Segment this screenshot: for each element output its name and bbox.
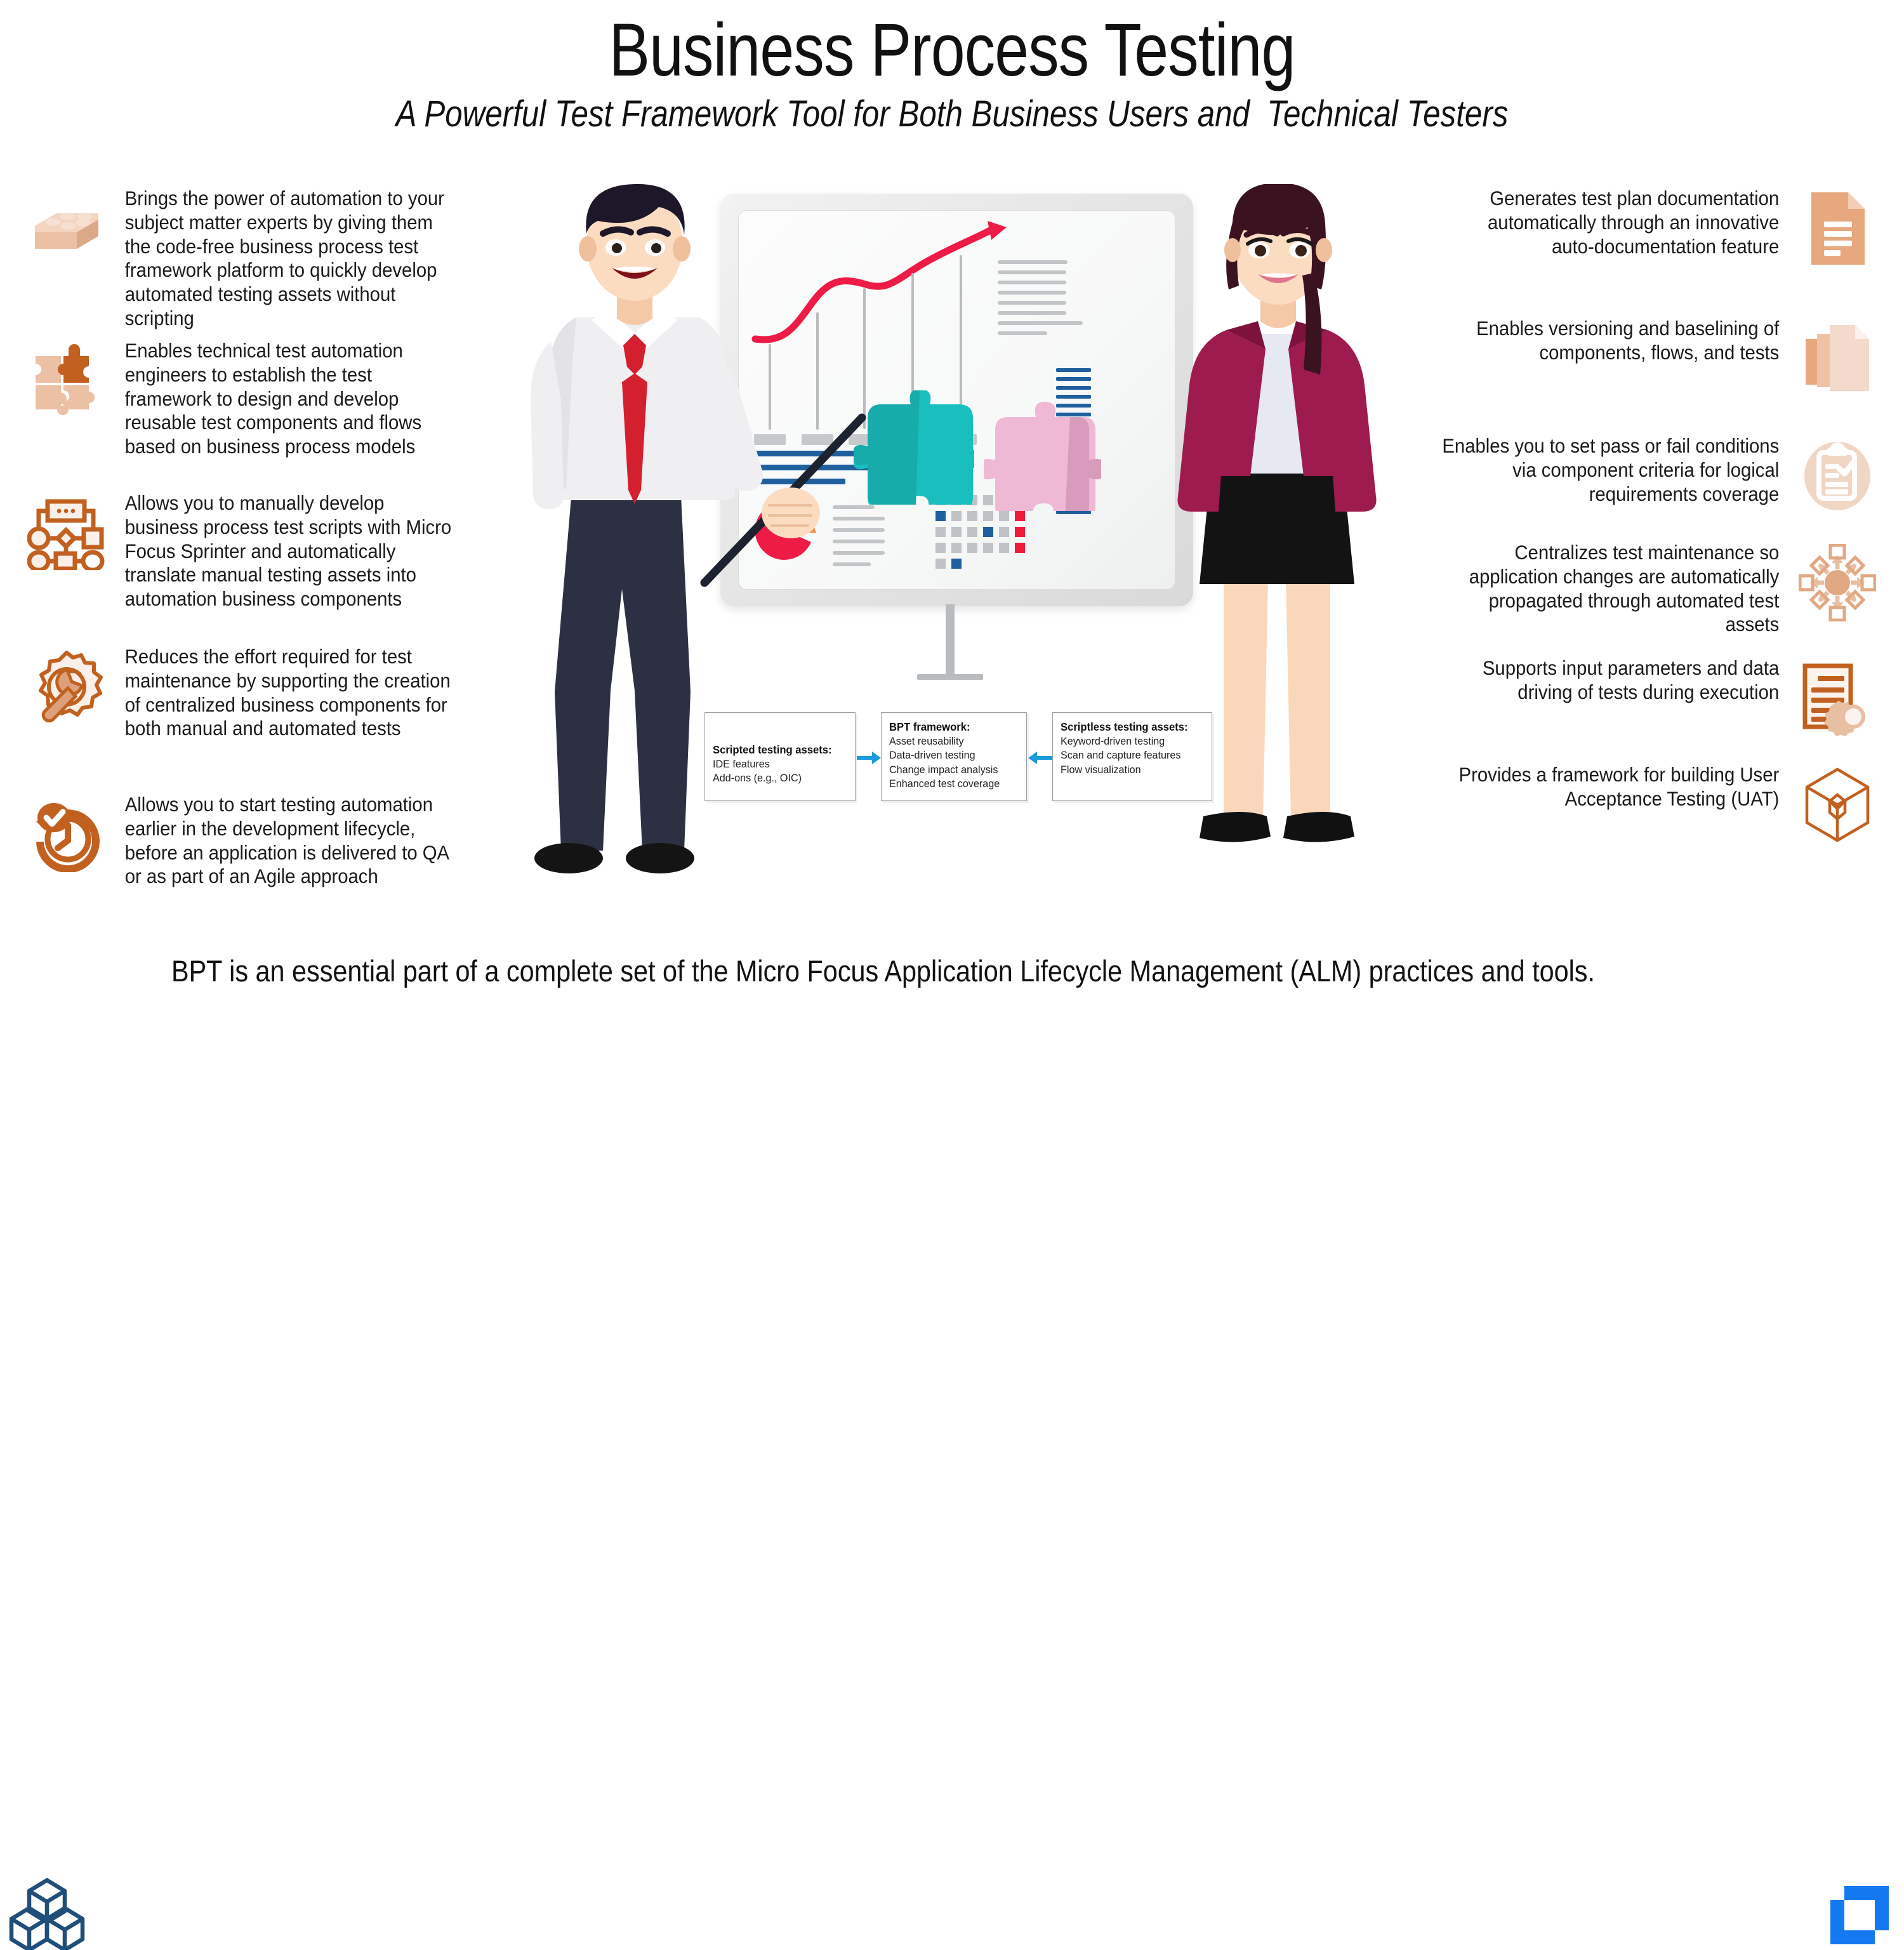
businessman-illustration [531, 184, 763, 873]
document-gear-icon [1790, 654, 1885, 743]
document-lines-icon [1790, 184, 1885, 273]
placeholder-text-line [998, 260, 1068, 264]
feature-text: Allows you to start testing automation e… [124, 793, 449, 888]
arrow-left-icon [1028, 752, 1052, 764]
flow-box-item: Scan and capture features [1061, 749, 1181, 762]
flow-box-bpt: BPT framework: Asset reusability Data-dr… [881, 712, 1027, 801]
puzzle-four-pieces-icon [19, 336, 114, 425]
chart-stem [863, 288, 866, 429]
flow-box-item: Add-ons (e.g., OIC) [713, 772, 802, 785]
flowchart-icon [19, 489, 114, 578]
feature-text: Reduces the effort required for test mai… [124, 645, 451, 740]
flow-box-item: Enhanced test coverage [889, 778, 1000, 790]
flow-box-heading: BPT framework: [889, 720, 970, 733]
chart-stem [960, 255, 962, 430]
cube-outline-icon [1790, 760, 1885, 849]
feature-text: Brings the power of automation to your s… [124, 187, 444, 329]
feature-text: Generates test plan documentation automa… [1488, 187, 1780, 258]
micro-focus-logo [1830, 1886, 1889, 1944]
feature-text: Enables technical test automation engine… [124, 339, 422, 458]
flow-box-item: Keyword-driven testing [1061, 734, 1165, 747]
infographic-page: Business Process Testing A Powerful Test… [0, 13, 1904, 1950]
flow-box-item: Data-driven testing [889, 749, 975, 762]
placeholder-text-line [998, 311, 1066, 315]
footer: BPT is an essential part of a complete s… [0, 927, 1904, 1950]
growth-chart-svg [751, 221, 1007, 343]
feature-item-lego: Brings the power of automation to your s… [19, 184, 489, 331]
flow-box-heading: Scriptless testing assets: [1061, 720, 1188, 733]
chart-base-cap [802, 434, 833, 445]
placeholder-text-line [998, 301, 1066, 305]
blue-data-line [1056, 395, 1091, 399]
placeholder-text-line [998, 270, 1066, 274]
page-title: Business Process Testing [609, 8, 1295, 92]
feature-item-clock-check: Allows you to start testing automation e… [19, 790, 489, 889]
feature-text: Supports input parameters and data drivi… [1482, 656, 1780, 703]
blue-data-line [1056, 368, 1091, 372]
lego-brick-icon [19, 184, 114, 273]
arrow-right-icon [857, 752, 881, 764]
feature-item-gear-wrench: Reduces the effort required for test mai… [19, 642, 489, 741]
flow-box-scriptless: Scriptless testing assets: Keyword-drive… [1052, 712, 1212, 801]
placeholder-text-line [998, 331, 1047, 335]
chart-stem [769, 344, 771, 430]
placeholder-text-line [998, 291, 1066, 295]
placeholder-text-line [833, 517, 885, 521]
placeholder-text-line [833, 505, 875, 509]
feature-item-doc-stack: Enables versioning and baselining of com… [1415, 314, 1885, 403]
flow-box-scripted: Scripted testing assets: IDE features Ad… [704, 712, 856, 801]
chart-base-cap [754, 434, 786, 445]
feature-text: Enables you to set pass or fail conditio… [1442, 434, 1780, 505]
feature-item-clipboard-check: Enables you to set pass or fail conditio… [1415, 432, 1885, 521]
blue-data-line [1056, 404, 1091, 408]
clock-check-icon [19, 790, 114, 879]
hub-spokes-icon [1790, 538, 1885, 627]
pink-puzzle-piece [984, 402, 1101, 511]
clipboard-check-icon [1790, 432, 1885, 521]
feature-text: Centralizes test maintenance so applicat… [1469, 541, 1780, 636]
chart-stem [816, 312, 819, 430]
flow-box-heading: Scripted testing assets: [713, 743, 832, 756]
blue-data-line [1056, 377, 1091, 381]
placeholder-text-line [833, 551, 885, 555]
feature-item-doc-gear: Supports input parameters and data drivi… [1415, 654, 1885, 743]
blue-data-line [1056, 510, 1091, 514]
feature-text: Enables versioning and baselining of com… [1476, 317, 1780, 364]
feature-item-cube: Provides a framework for building User A… [1415, 760, 1885, 849]
flow-box-item: Asset reusability [889, 734, 964, 747]
whiteboard-leg [946, 604, 955, 677]
three-cubes-icon [9, 1878, 85, 1950]
whiteboard-canvas [738, 210, 1175, 590]
flow-box-item: IDE features [713, 757, 770, 770]
placeholder-text-line [998, 281, 1066, 284]
page-subtitle: A Powerful Test Framework Tool for Both … [395, 93, 1509, 135]
feature-text: Provides a framework for building User A… [1458, 763, 1780, 810]
placeholder-text-line [998, 321, 1083, 325]
flow-box-item: Flow visualization [1061, 763, 1141, 776]
teal-puzzle-piece [854, 390, 974, 505]
whiteboard-foot [917, 674, 983, 680]
flow-diagram: Scripted testing assets: IDE features Ad… [704, 712, 1212, 801]
feature-item-puzzle: Enables technical test automation engine… [19, 336, 489, 459]
feature-item-flowchart: Allows you to manually develop business … [19, 489, 489, 611]
flow-box-item: Change impact analysis [889, 763, 998, 776]
footer-tagline: BPT is an essential part of a complete s… [171, 954, 1595, 988]
businesswoman-illustration [1177, 184, 1377, 842]
illustration-scene [501, 184, 1403, 901]
placeholder-text-line [833, 562, 871, 566]
document-stack-icon [1790, 314, 1885, 403]
blue-data-line [1056, 386, 1091, 390]
blue-data-line [1056, 413, 1091, 416]
feature-item-hub-spokes: Centralizes test maintenance so applicat… [1415, 538, 1885, 637]
hand-grip [762, 488, 820, 538]
chart-stem [911, 273, 914, 430]
whiteboard [720, 194, 1193, 606]
placeholder-text-line [833, 540, 885, 543]
feature-item-doc-lines: Generates test plan documentation automa… [1415, 184, 1885, 273]
header: Business Process Testing A Powerful Test… [0, 13, 1904, 135]
blue-data-line [755, 465, 895, 470]
gear-wrench-icon [19, 642, 114, 731]
placeholder-text-line [833, 528, 885, 532]
feature-text: Allows you to manually develop business … [124, 491, 452, 611]
